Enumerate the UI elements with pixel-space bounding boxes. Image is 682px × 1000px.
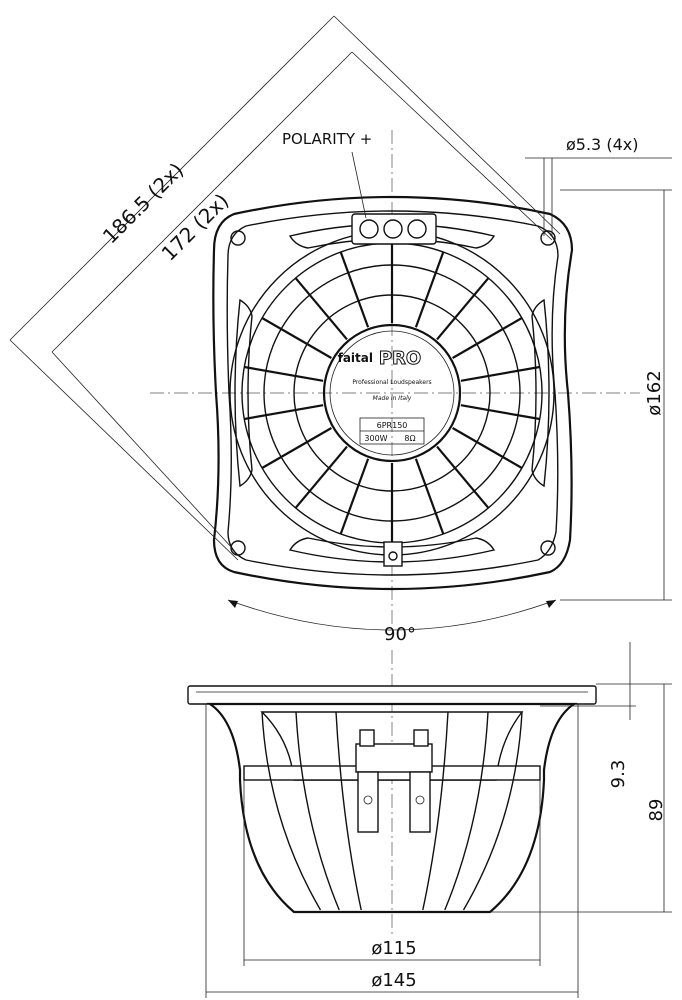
mounting-hole-bottom-right — [540, 540, 556, 556]
front-view: faital PRO Professional Loudspeakers Mad… — [9, 15, 672, 645]
angle-label: 90° — [384, 624, 416, 645]
basket-spoke — [244, 365, 324, 382]
frame-inner-outline — [226, 210, 559, 576]
tab-hole — [388, 551, 398, 561]
terminal-block — [351, 213, 437, 245]
terminal-plus — [359, 219, 379, 239]
power-text: 300W — [364, 434, 387, 443]
side-spoke — [444, 711, 489, 911]
basket-spoke — [294, 277, 348, 341]
magnet-dia-label: ø115 — [371, 938, 416, 959]
brand-label: faital PRO Professional Loudspeakers Mad… — [338, 348, 432, 445]
side-spoke — [295, 711, 340, 911]
basket-spoke — [244, 404, 324, 421]
impedance-text: 8Ω — [404, 434, 415, 443]
terminal-minus — [407, 219, 427, 239]
basket-spoke — [414, 251, 445, 328]
brand-right-text: PRO — [379, 348, 421, 369]
diag-outer-extension-low — [9, 339, 239, 561]
terminal-tab-right — [413, 729, 429, 747]
mounting-hole-bottom-left — [230, 540, 246, 556]
basket-spoke — [261, 317, 332, 359]
slot-left — [234, 298, 253, 488]
terminal-lead-right — [409, 771, 431, 833]
basket-spoke — [294, 445, 348, 509]
terminal-lead-left — [357, 771, 379, 833]
terminal-body — [355, 743, 433, 773]
angle-arc — [227, 599, 557, 631]
basket-spoke — [452, 427, 523, 469]
basket-spoke — [460, 365, 540, 382]
side-terminals — [355, 729, 433, 833]
polarity-label: POLARITY + — [282, 130, 372, 148]
side-view: 9.3 89 ø115 ø145 — [187, 642, 672, 998]
diag-inner-dimline — [51, 51, 353, 353]
mounting-holes — [230, 230, 556, 556]
side-spoke — [422, 711, 449, 911]
basket-spoke — [460, 404, 540, 421]
terminal-housing — [351, 213, 437, 245]
basket-spoke — [436, 445, 490, 509]
side-spokes — [261, 711, 523, 911]
made-in-text: Made in Italy — [373, 395, 412, 402]
flange — [187, 685, 597, 705]
brand-left-text: faital — [338, 351, 373, 365]
frame-outline — [212, 195, 574, 591]
mounting-hole-top-right — [540, 230, 556, 246]
angle-arrow-right — [546, 600, 556, 608]
magnet-cap — [322, 323, 462, 463]
terminal-middle — [383, 219, 403, 239]
basket-spokes — [244, 243, 540, 543]
basket-spoke — [339, 458, 370, 535]
slot-right — [531, 298, 550, 488]
basket-spoke — [414, 458, 445, 535]
lead-hole-right — [415, 795, 425, 805]
angle-arrow-left — [228, 600, 238, 608]
diag-outer-extension — [333, 15, 561, 235]
hole-label: ø5.3 (4x) — [566, 135, 638, 154]
mounting-hole-top-left — [230, 230, 246, 246]
side-spoke — [261, 711, 322, 911]
flange-label: 9.3 — [608, 760, 629, 789]
side-spoke — [462, 711, 523, 911]
basket-dia-label: ø145 — [371, 970, 416, 991]
basket-spoke — [339, 251, 370, 328]
side-spoke — [335, 711, 362, 911]
model-text: 6PR150 — [377, 421, 408, 430]
diag-inner-label: 172 (2x) — [157, 189, 234, 266]
lead-hole-left — [363, 795, 373, 805]
terminal-tab-left — [359, 729, 375, 747]
bottom-tab — [383, 541, 403, 567]
outer-dia-label: ø162 — [644, 370, 665, 415]
diag-outer-dimline — [9, 15, 335, 341]
magnet-cap-inner — [329, 330, 455, 456]
diag-inner-extension — [351, 51, 553, 241]
basket-spoke — [452, 317, 523, 359]
basket-spoke — [436, 277, 490, 341]
polarity-leader — [351, 151, 367, 219]
diag-inner-extension-low — [51, 351, 233, 549]
depth-label: 89 — [646, 799, 667, 822]
basket-spoke — [261, 427, 332, 469]
tab-rect — [383, 541, 403, 567]
brand-tagline: Professional Loudspeakers — [352, 379, 431, 386]
